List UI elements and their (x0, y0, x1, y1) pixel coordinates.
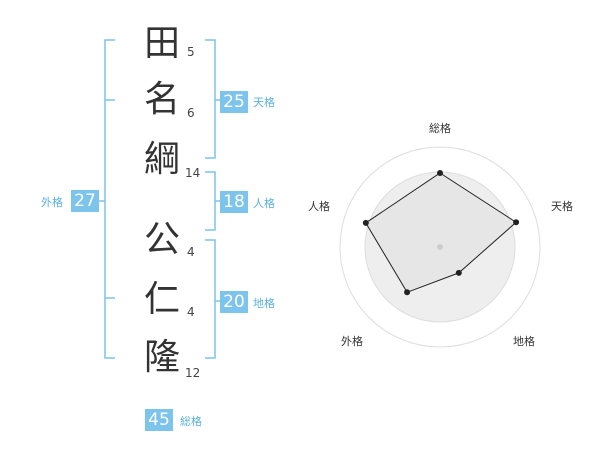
radar-point-4 (404, 289, 411, 296)
radar-point-1 (437, 170, 443, 176)
radar-point-2 (513, 219, 520, 226)
stroke-count-1: 5 (187, 45, 195, 59)
name-char-6: 隆 (143, 337, 180, 378)
chikaku-label: 地格 (253, 297, 275, 310)
radar-chart (339, 146, 541, 348)
stroke-count-4: 4 (187, 245, 195, 259)
jinkaku-label: 人格 (253, 197, 275, 210)
radar-point-3 (455, 269, 462, 276)
tenkaku-label: 天格 (253, 96, 275, 109)
name-char-5: 仁 (143, 279, 180, 320)
tenkaku-value: 25 (220, 91, 248, 113)
radar-center (437, 244, 443, 250)
chikaku-value: 20 (220, 291, 248, 313)
radar-ring-4 (339, 146, 541, 348)
name-char-2: 名 (143, 79, 180, 120)
soukaku-value: 45 (145, 409, 173, 431)
name-char-3: 綱 (143, 139, 180, 180)
stroke-count-5: 4 (187, 305, 195, 319)
radar-label-chikaku: 地格 (513, 335, 535, 348)
radar-polygon (365, 172, 517, 293)
stroke-count-3: 14 (185, 166, 201, 180)
radar-label-soukaku: 総格 (429, 122, 451, 135)
name-char-4: 公 (143, 219, 180, 260)
radar-label-jinkaku: 人格 (308, 200, 330, 213)
name-char-1: 田 (143, 23, 180, 64)
soukaku-label: 総格 (180, 415, 202, 428)
gaikaku-bracket (93, 39, 115, 359)
gaikaku-label: 外格 (41, 196, 63, 209)
radar-point-5 (362, 219, 369, 226)
radar-label-tenkaku: 天格 (551, 200, 573, 213)
stroke-count-2: 6 (187, 106, 195, 120)
radar-label-gaikaku: 外格 (341, 335, 363, 348)
jinkaku-value: 18 (220, 191, 248, 213)
gaikaku-value: 27 (71, 190, 99, 212)
stroke-count-6: 12 (185, 366, 201, 380)
